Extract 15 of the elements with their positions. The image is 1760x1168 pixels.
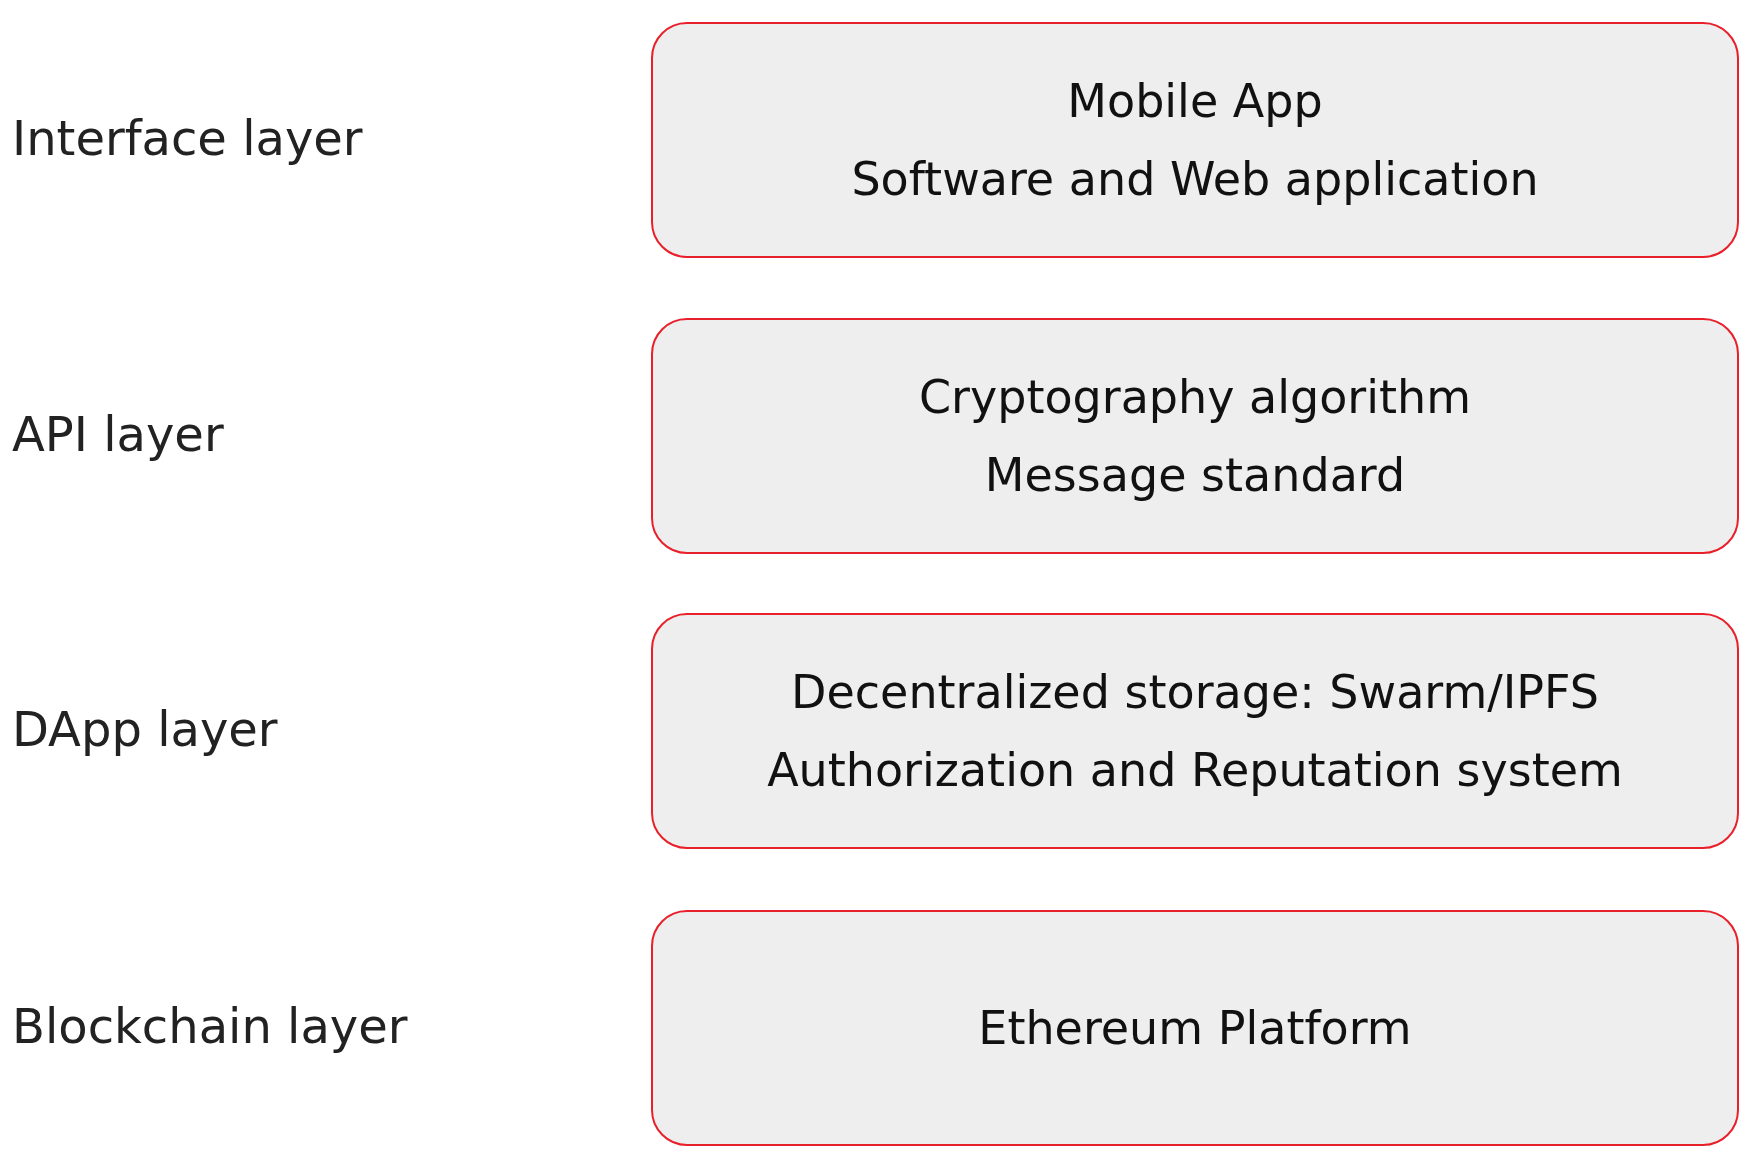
component-text: Mobile App: [1067, 73, 1323, 130]
layer-label: DApp layer: [12, 701, 278, 757]
layer-label: Interface layer: [12, 110, 363, 166]
layer-box: [651, 318, 1739, 554]
layer-label: Blockchain layer: [12, 998, 408, 1054]
component-text: Cryptography algorithm: [918, 369, 1472, 426]
layer-box: [651, 910, 1739, 1146]
component-text: Authorization and Reputation system: [767, 742, 1623, 799]
layer-box: [651, 22, 1739, 258]
component-text: Message standard: [984, 447, 1406, 504]
layer-label: API layer: [12, 406, 224, 462]
component-text: Ethereum Platform: [978, 1000, 1412, 1057]
component-text: Decentralized storage: Swarm/IPFS: [791, 664, 1599, 721]
component-text: Software and Web application: [851, 151, 1539, 208]
layer-box: [651, 613, 1739, 849]
